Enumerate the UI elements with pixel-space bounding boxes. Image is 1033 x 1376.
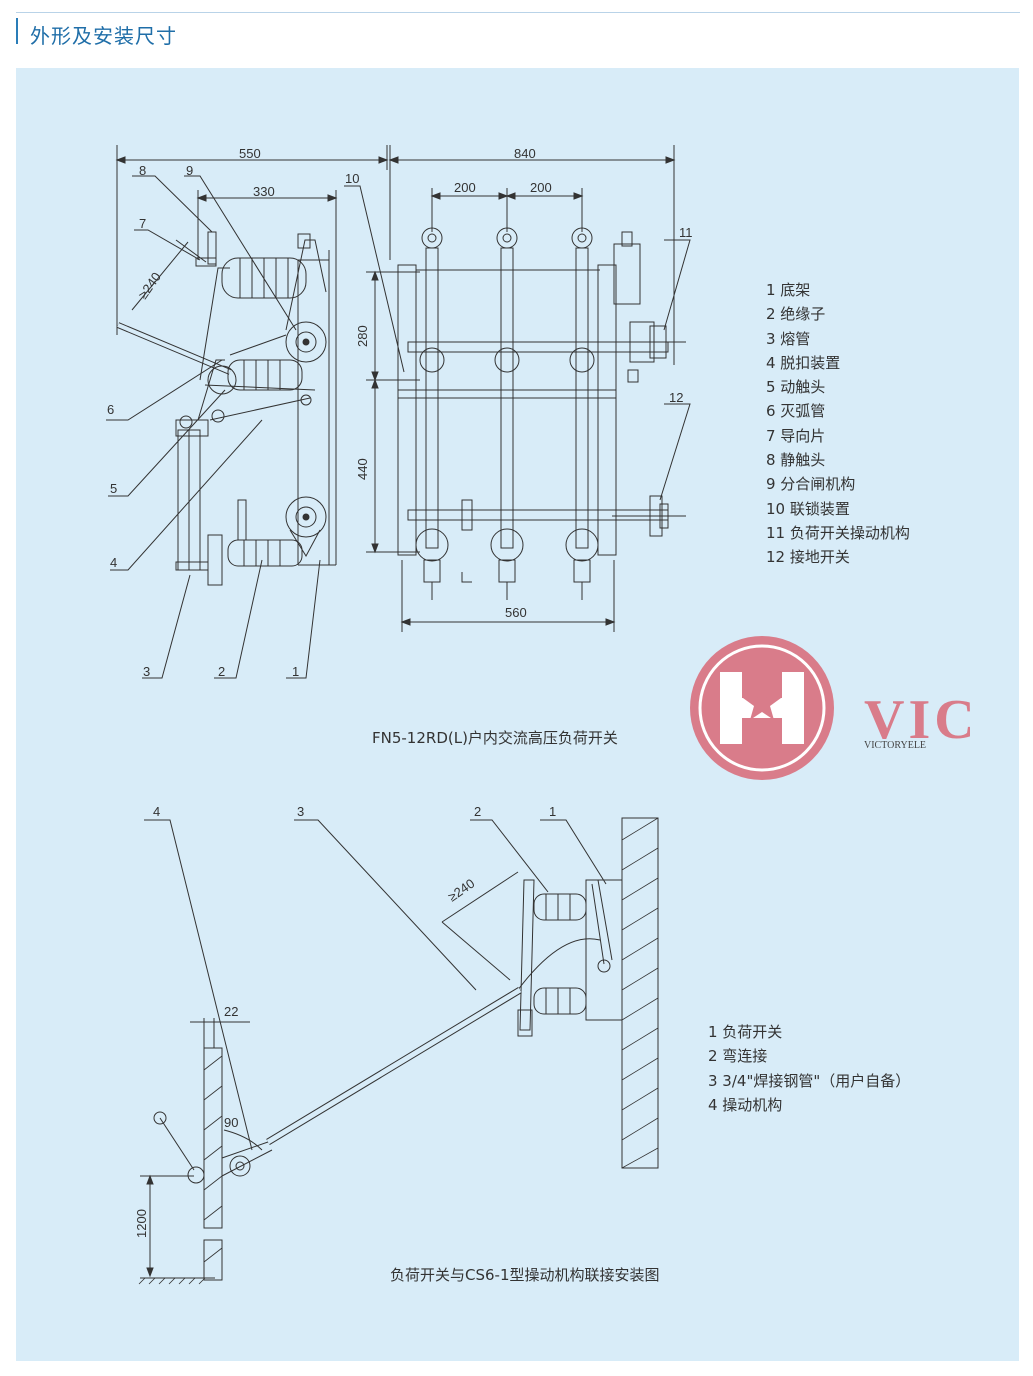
side-view: ≥240 — [106, 145, 405, 679]
dim-90: 90 — [224, 1115, 238, 1130]
page-title: 外形及安装尺寸 — [30, 24, 177, 48]
legend-item: 6 灭弧管 — [766, 402, 826, 421]
dim-550: 550 — [239, 146, 261, 161]
legend-item: 11 负荷开关操动机构 — [766, 523, 910, 542]
installation-view: ≥240 — [138, 817, 659, 1285]
legend-item: 2 绝缘子 — [766, 305, 826, 324]
callout-1: 1 — [292, 664, 299, 679]
logo-sub: VICTORYELE — [864, 740, 926, 751]
callout-10: 10 — [345, 171, 359, 186]
figure1-dimension-numbers: 550 330 840 200 200 280 440 560 — [239, 146, 552, 620]
dim-280: 280 — [355, 325, 370, 347]
header-rule — [16, 12, 1020, 13]
dim-200-right: 200 — [530, 180, 552, 195]
figure2-caption: 负荷开关与CS6-1型操动机构联接安装图 — [390, 1266, 660, 1284]
callout-9: 9 — [186, 163, 193, 178]
callout-7: 7 — [139, 216, 146, 231]
phase-b — [490, 227, 524, 600]
front-view — [366, 145, 691, 632]
install-callout-1: 1 — [549, 804, 556, 819]
fuse-tube — [175, 419, 209, 571]
callout-4: 4 — [110, 555, 117, 570]
legend-item: 8 静触头 — [766, 451, 826, 470]
install-callout-2: 2 — [474, 804, 481, 819]
legend-item: 4 操动机构 — [708, 1095, 783, 1114]
dim-330: 330 — [253, 184, 275, 199]
figure2-labels: 1 2 3 4 22 90 1200 — [134, 804, 556, 1238]
lower-insulator — [227, 539, 303, 567]
legend-item: 12 接地开关 — [766, 548, 850, 567]
legend-item: 7 导向片 — [766, 426, 826, 445]
brand-logo: VIC VICTORYELE — [690, 632, 975, 792]
figure1-legend: 1 底架 2 绝缘子 3 熔管 4 脱扣装置 5 动触头 6 灭弧管 7 导向片… — [766, 278, 910, 570]
legend-item: 3 熔管 — [766, 329, 811, 348]
callout-6: 6 — [107, 402, 114, 417]
dim-1200: 1200 — [134, 1209, 149, 1238]
legend-item: 10 联锁装置 — [766, 499, 850, 518]
figure1-callout-numbers: 1 2 3 4 5 6 7 8 9 10 11 12 — [107, 163, 693, 679]
phase-c — [565, 227, 599, 600]
legend-item: 1 负荷开关 — [708, 1023, 783, 1041]
legend-item: 1 底架 — [766, 281, 811, 299]
callout-11: 11 — [679, 225, 693, 240]
middle-insulator — [227, 359, 303, 391]
callout-12: 12 — [669, 390, 683, 405]
logo-brand: VIC — [864, 689, 970, 751]
figure2-legend: 1 负荷开关 2 弯连接 3 3/4"焊接钢管"（用户自备） 4 操动机构 — [708, 1020, 910, 1117]
dim-560: 560 — [505, 605, 527, 620]
header-accent-mark — [16, 18, 18, 44]
logo-mark: VIC VICTORYELE — [690, 636, 975, 780]
dim-240-side: ≥240 — [135, 270, 164, 302]
dim-22: 22 — [224, 1004, 238, 1019]
figure1-caption: FN5-12RD(L)户内交流高压负荷开关 — [372, 729, 618, 747]
phase-a — [415, 227, 449, 600]
legend-item: 9 分合闸机构 — [766, 475, 856, 494]
page-header: 外形及安装尺寸 — [0, 0, 1033, 60]
install-callout-3: 3 — [297, 804, 304, 819]
legend-item: 2 弯连接 — [708, 1047, 768, 1066]
dim-240-install: ≥240 — [445, 876, 477, 905]
switch-insulator-lower — [533, 987, 587, 1015]
callout-5: 5 — [110, 481, 117, 496]
legend-item: 4 脱扣装置 — [766, 353, 841, 372]
dim-440: 440 — [355, 458, 370, 480]
install-callout-4: 4 — [153, 804, 160, 819]
callout-2: 2 — [218, 664, 225, 679]
callout-8: 8 — [139, 163, 146, 178]
dim-840: 840 — [514, 146, 536, 161]
callout-3: 3 — [143, 664, 150, 679]
legend-item: 5 动触头 — [766, 378, 826, 397]
switch-insulator-upper — [533, 893, 587, 921]
dim-200-left: 200 — [454, 180, 476, 195]
legend-item: 3 3/4"焊接钢管"（用户自备） — [708, 1071, 911, 1090]
drawing-panel — [16, 68, 1019, 1361]
